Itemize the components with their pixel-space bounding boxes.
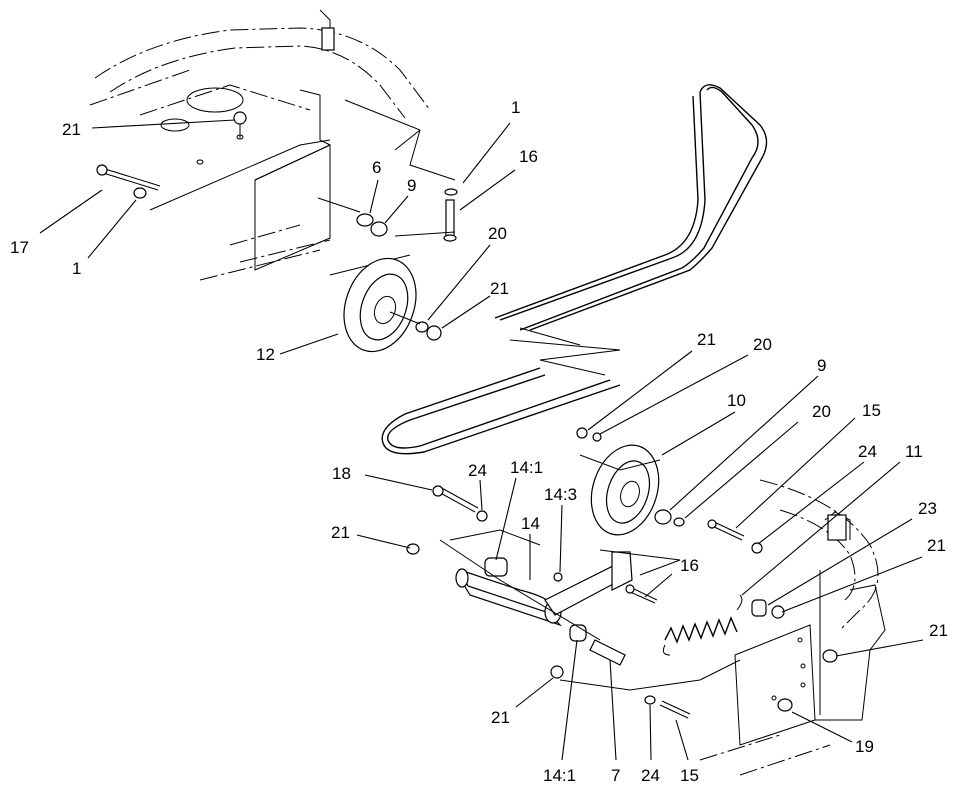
idler-pulley-10 [576,427,685,536]
callout-20: 20 [753,335,772,354]
callout-1: 1 [511,98,520,117]
drive-belt [381,84,768,455]
callout-21: 21 [331,523,350,542]
lower-hardware [406,454,785,719]
callout-16: 16 [680,556,699,575]
callout-12: 12 [256,345,275,364]
callout-21: 21 [929,621,948,640]
callout-18: 18 [332,464,351,483]
callout-14-1: 14:1 [543,766,576,785]
callout-6: 6 [372,158,381,177]
callout-15: 15 [680,766,699,785]
callout-20: 20 [812,402,831,421]
callout-21: 21 [490,279,509,298]
callout-24: 24 [858,442,877,461]
upper-hardware [96,111,458,276]
callout-17: 17 [10,238,29,257]
callout-labels: 21 1 16 6 9 17 1 20 21 12 21 20 9 10 20 … [10,98,948,785]
callout-7: 7 [611,766,620,785]
idler-arm-14 [455,551,633,666]
callout-10: 10 [727,391,746,410]
callout-16: 16 [519,147,538,166]
callout-21: 21 [927,536,946,555]
callout-9: 9 [407,176,416,195]
callout-14-1: 14:1 [510,458,543,477]
callout-11: 11 [905,442,923,461]
callout-14: 14 [521,514,540,533]
upper-frame-outline [89,9,456,281]
callout-21: 21 [491,708,510,727]
callout-leaders [39,119,924,761]
callout-14-3: 14:3 [544,485,577,504]
pulley-12 [343,257,442,353]
callout-24: 24 [468,461,487,480]
callout-1: 1 [72,259,81,278]
lower-frame-outline [699,479,886,776]
callout-9: 9 [817,356,826,375]
callout-20: 20 [488,224,507,243]
callout-21: 21 [697,330,716,349]
callout-24: 24 [641,766,660,785]
callout-15: 15 [862,401,881,420]
callout-21: 21 [62,120,81,139]
callout-19: 19 [855,737,874,756]
callout-23: 23 [918,499,937,518]
